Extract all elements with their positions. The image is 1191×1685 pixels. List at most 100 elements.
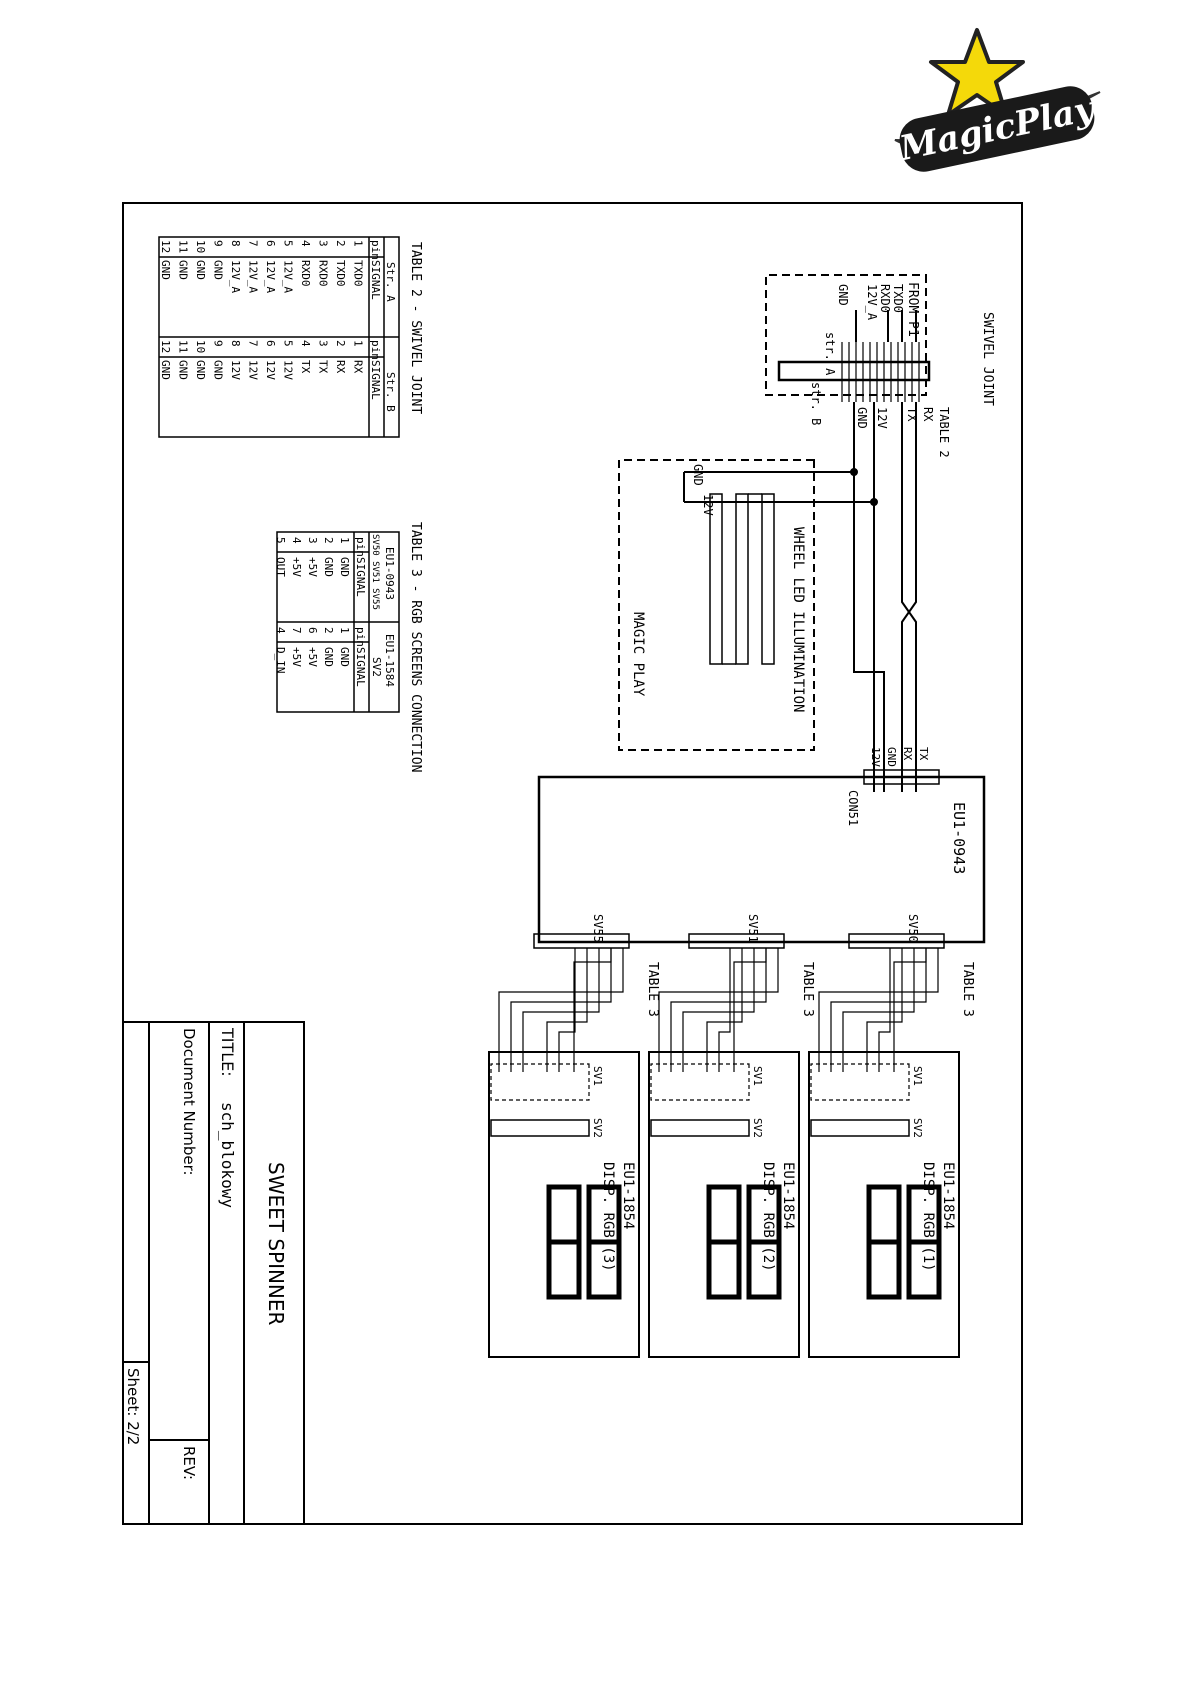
table3-cell-1-0: 2 [322, 537, 335, 544]
swivel-b-signal-3: 12V [875, 407, 889, 429]
title-label: TITLE: [218, 1027, 237, 1077]
wheel-12v-label: 12V [701, 494, 715, 516]
star-icon [929, 28, 1025, 117]
sv51-connector [688, 933, 785, 949]
table2-cell-5-1: 12V_A [264, 260, 277, 293]
sv55-connector [533, 933, 630, 949]
swivel-a-signal-1: TXD0 [891, 284, 905, 313]
display-1-sv2: SV2 [911, 1118, 924, 1138]
table2-cell-4-2: 5 [282, 340, 295, 347]
table2-cell-9-2: 10 [194, 340, 207, 353]
magic-play-label: MAGIC PLAY [630, 612, 646, 697]
wire-tx [901, 452, 917, 792]
magic-play-box [618, 459, 815, 751]
table2-header-3: SIGNAL [369, 360, 382, 400]
table3-cell-3-3: +5V [290, 647, 303, 667]
table2: TABLE 2 - SWIVEL JOINT pinSIGNALpinSIGNA… [158, 236, 423, 438]
table2-cell-4-3: 12V [282, 360, 295, 380]
table2-cell-5-3: 12V [264, 360, 277, 380]
project-title: SWEET SPINNER [264, 1162, 288, 1326]
table2-cell-0-1: TXD0 [352, 260, 365, 287]
swivel-b-signal-1: RX [921, 407, 935, 422]
table3-cell-1-2: 2 [322, 627, 335, 634]
table2-cell-6-0: 7 [247, 240, 260, 247]
display-3-sv1: SV1 [591, 1066, 604, 1086]
rev-label: REV: [180, 1446, 198, 1480]
display-2-sv2: SV2 [751, 1118, 764, 1138]
doc-number-label: Document Number: [180, 1028, 198, 1176]
table3-cell-4-1: OUT [274, 557, 287, 577]
table3: TABLE 3 - RGB SCREENS CONNECTION EU1-094… [274, 522, 423, 772]
table2-cell-6-3: 12V [247, 360, 260, 380]
table2-cell-11-2: 12 [159, 340, 172, 353]
table3-right-sub: SV2 [370, 657, 383, 677]
table3-header-2: pin [354, 627, 367, 647]
swivel-b-signal-2: TX [905, 407, 919, 422]
table3-cell-4-2: 4 [274, 627, 287, 634]
table2-cell-7-0: 8 [229, 240, 242, 247]
table3-left-sub: SV50 SV51 SV55 [370, 534, 380, 610]
title-value: sch_blokowy [218, 1102, 237, 1208]
table2-cell-2-3: TX [317, 360, 330, 374]
table3-header-3: SIGNAL [354, 647, 367, 687]
table3-cell-0-0: 1 [338, 537, 351, 544]
schematic-svg: SWIVEL JOINT FROM P1 TXD0 RXD0 12V_A GND… [123, 236, 995, 1525]
swivel-a-signal-2: RXD0 [878, 284, 892, 313]
table2-cell-1-1: TXD0 [334, 260, 347, 287]
table2-cell-6-1: 12V_A [247, 260, 260, 293]
wheel-gnd-label: GND [691, 464, 705, 486]
swivel-title: SWIVEL JOINT [980, 312, 995, 406]
table2-cell-10-1: GND [177, 260, 190, 280]
con51-pin-tx: TX [917, 747, 930, 761]
table3-header-0: pin [354, 537, 367, 557]
table2-cell-7-1: 12V_A [229, 260, 242, 293]
display-1-label: DISP. RGB (1) [920, 1162, 936, 1272]
table3-cell-3-0: 4 [290, 537, 303, 544]
table2-cell-8-1: GND [212, 260, 225, 280]
table3-right-header: EU1-1584 [383, 634, 396, 687]
table2-header-2: pin [369, 340, 382, 360]
display-3-label: DISP. RGB (3) [600, 1162, 616, 1272]
table2-cell-9-3: GND [194, 360, 207, 380]
display-1-sv1: SV1 [911, 1066, 924, 1086]
title-block [123, 1021, 305, 1525]
table3-ref-3: TABLE 3 [645, 962, 660, 1017]
seven-seg-display-3 [546, 1184, 622, 1300]
display-2-label: DISP. RGB (2) [760, 1162, 776, 1272]
display-2-sv1: SV1 [751, 1066, 764, 1086]
swivel-a-signal-3: 12V_A [865, 284, 879, 321]
sheet-frame [122, 202, 1023, 1525]
swivel-b-signal-4: GND [855, 407, 869, 429]
table2-cell-11-3: GND [159, 360, 172, 380]
table3-cell-2-1: +5V [306, 557, 319, 577]
table2-cell-7-2: 8 [229, 340, 242, 347]
table3-cell-3-2: 7 [290, 627, 303, 634]
sv51-label: SV51 [746, 914, 760, 943]
table2-cell-10-0: 11 [177, 240, 190, 253]
table3-cell-2-0: 3 [306, 537, 319, 544]
controller-name: EU1-0943 [950, 802, 968, 874]
table2-cell-2-2: 3 [317, 340, 330, 347]
table2-cell-10-2: 11 [177, 340, 190, 353]
wire-rx [901, 452, 917, 792]
table3-cell-1-1: GND [322, 557, 335, 577]
table3-cell-0-2: 1 [338, 627, 351, 634]
display-3-name: EU1-1854 [620, 1162, 636, 1229]
table3-cell-3-1: +5V [290, 557, 303, 577]
table2-cell-5-0: 6 [264, 240, 277, 247]
table3-cell-4-3: D_IN [274, 647, 287, 674]
controller-eu1-0943 [537, 775, 986, 944]
table2-cell-8-3: GND [212, 360, 225, 380]
table2-cell-1-3: RX [334, 360, 347, 374]
con51-pin-12v: 12V [869, 747, 882, 767]
table2-cell-0-2: 1 [352, 340, 365, 347]
table2-cell-9-1: GND [194, 260, 207, 280]
table2-cell-3-3: TX [299, 360, 312, 374]
table2-cell-7-3: 12V [229, 360, 242, 380]
connector-con51 [863, 769, 940, 785]
magicplay-logo: MagicPlay [894, 28, 1101, 172]
seven-seg-display-2 [706, 1184, 782, 1300]
display-3-box [488, 1051, 640, 1358]
table2-title: TABLE 2 - SWIVEL JOINT [408, 242, 423, 414]
table3-cell-0-1: GND [338, 557, 351, 577]
